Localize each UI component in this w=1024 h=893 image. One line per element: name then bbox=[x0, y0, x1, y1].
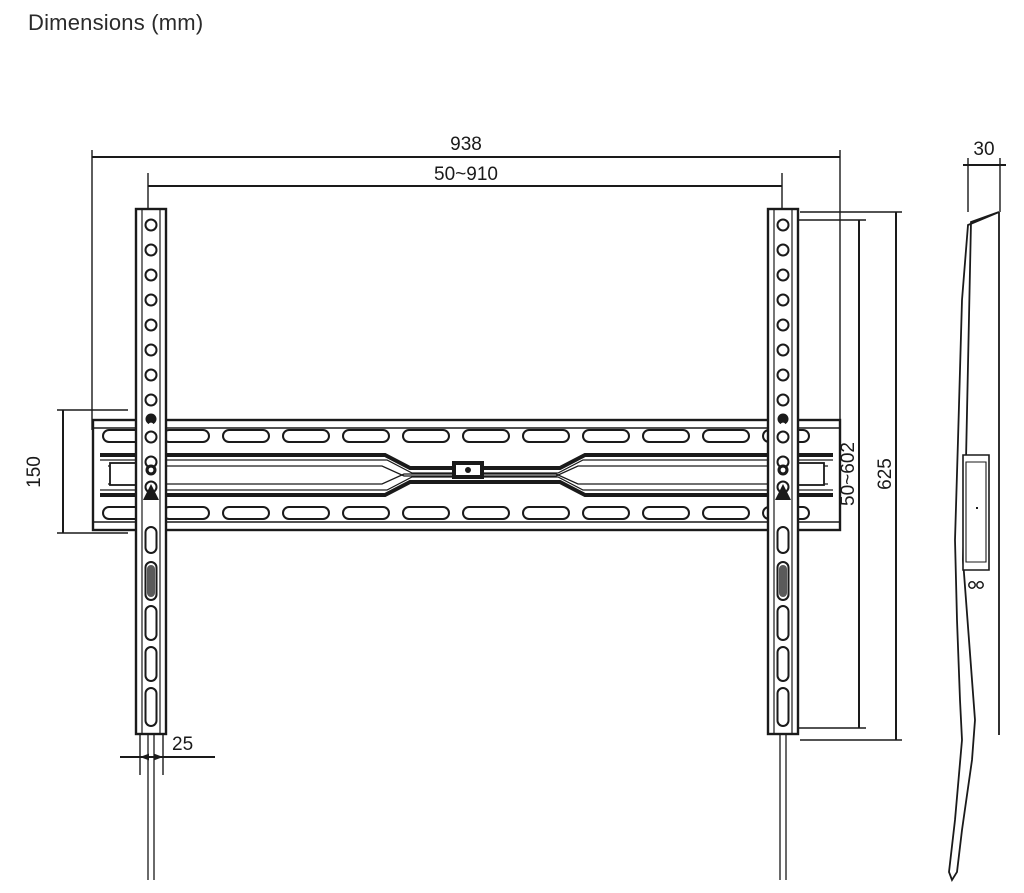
dimension-938-line bbox=[91, 150, 841, 432]
dimension-150-line bbox=[57, 409, 128, 534]
side-view bbox=[948, 211, 1000, 883]
left-rail-filled-holes bbox=[145, 413, 157, 476]
right-vertical-rail bbox=[766, 207, 800, 880]
left-rail-holes bbox=[144, 218, 158, 494]
page-title: Dimensions (mm) bbox=[28, 10, 204, 35]
dimension-50-602-label: 50~602 bbox=[838, 442, 859, 506]
right-rail-filled-holes bbox=[777, 413, 789, 476]
front-view bbox=[91, 207, 842, 880]
left-rail-slot-shadow bbox=[147, 565, 155, 597]
dimension-30-label: 30 bbox=[973, 139, 994, 160]
crossbar-center-channel bbox=[100, 453, 833, 497]
dimension-30-line bbox=[963, 158, 1006, 212]
dimension-50-910-label: 50~910 bbox=[434, 164, 498, 185]
dimension-lines-group bbox=[57, 150, 1006, 775]
center-label-plate bbox=[452, 461, 484, 479]
dimension-50-602-line bbox=[790, 219, 866, 729]
dimension-938-label: 938 bbox=[450, 134, 482, 155]
right-rail-slot-shadow bbox=[779, 565, 787, 597]
right-rail-extension-line bbox=[779, 734, 787, 880]
dimension-150-label: 150 bbox=[24, 456, 45, 488]
dimension-625-label: 625 bbox=[875, 458, 896, 490]
left-rail-arrow-marker bbox=[143, 484, 159, 500]
dimension-25-line bbox=[120, 735, 215, 775]
left-vertical-rail bbox=[134, 207, 168, 880]
dimension-25-label: 25 bbox=[172, 734, 193, 755]
dimension-625-line bbox=[800, 211, 902, 741]
right-rail-arrow-marker bbox=[775, 484, 791, 500]
horizontal-cross-bar bbox=[91, 418, 842, 532]
left-rail-extension-line bbox=[147, 734, 155, 880]
